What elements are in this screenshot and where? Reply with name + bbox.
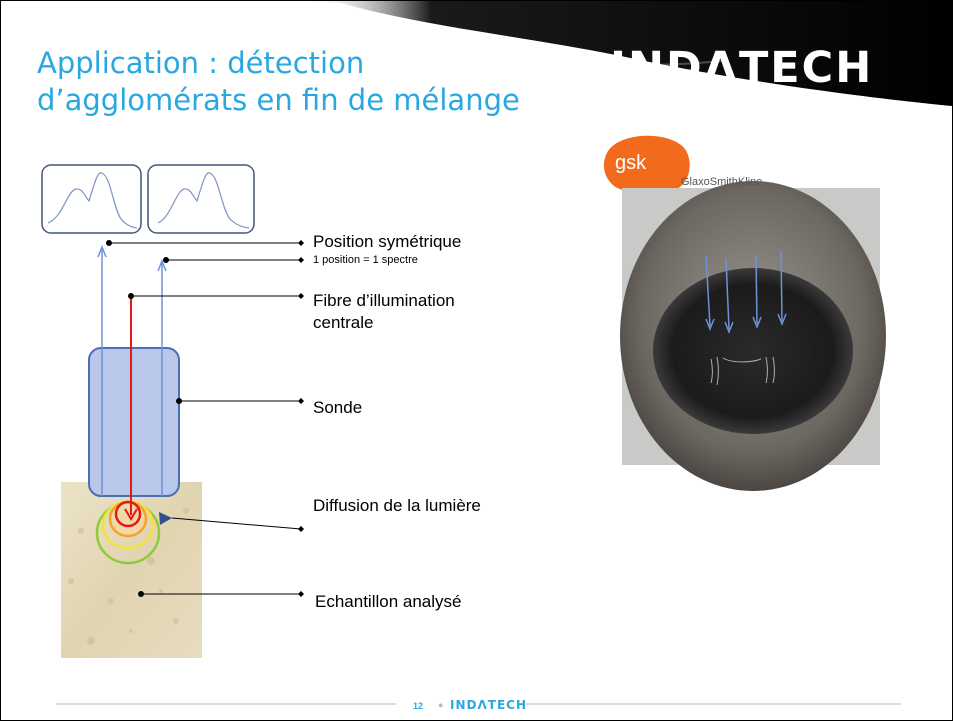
slide-title-line1: Application : détection — [37, 46, 365, 80]
diffusion-rings — [95, 500, 161, 565]
gsk-logo-text: gsk — [615, 152, 647, 174]
header-swoosh — [301, 1, 952, 106]
callout-lines — [109, 242, 302, 595]
spectrum-window-left — [41, 164, 142, 234]
callout-fibre-line1: Fibre d’illumination — [313, 291, 455, 310]
callout-echantillon: Echantillon analysé — [315, 592, 462, 611]
header-swoosh-highlight — [430, 40, 722, 66]
page-number: 12 — [413, 701, 424, 711]
indatech-logo: INDΛTECH — [610, 43, 874, 93]
callout-position-note: 1 position = 1 spectre — [313, 254, 418, 266]
detection-fibres — [97, 244, 167, 496]
spectrum-window-right — [147, 164, 255, 234]
probe-photo — [620, 181, 886, 491]
callout-position: Position symétrique — [313, 232, 462, 251]
callout-dots — [106, 240, 304, 597]
callout-fibre: Fibre d’illumination centrale — [313, 290, 455, 334]
gsk-brand-name: GlaxoSmithKline — [681, 176, 763, 188]
callout-diffusion: Diffusion de la lumière — [313, 496, 481, 515]
probe-body — [88, 347, 180, 497]
illumination-fibre — [124, 296, 138, 521]
callout-fibre-line2: centrale — [313, 313, 374, 332]
footer-brand: INDΛTECH — [450, 698, 527, 712]
scatter-arrowhead — [159, 512, 172, 525]
callout-sonde: Sonde — [313, 398, 363, 417]
gsk-logo — [603, 135, 690, 195]
slide-title-line2: d’agglomérats en fin de mélange — [37, 83, 520, 117]
slide-title: Application : détection d’agglomérats en… — [37, 45, 520, 119]
footer-separator-dot: ● — [438, 700, 444, 710]
